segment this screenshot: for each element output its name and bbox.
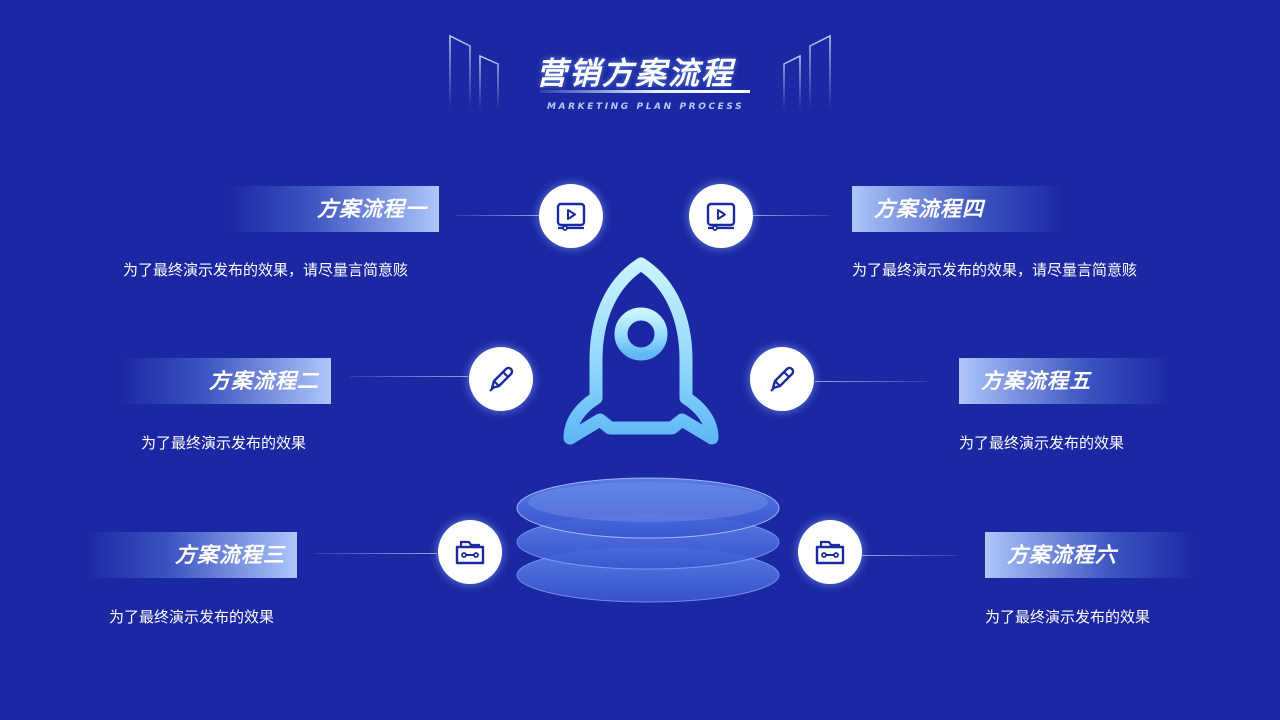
video-play-icon xyxy=(556,202,586,231)
folder-icon xyxy=(455,540,485,565)
connector-3 xyxy=(315,553,437,554)
left-building-decoration xyxy=(449,34,499,110)
step-label-5: 方案流程五 xyxy=(959,358,1172,404)
step-icon-circle-6 xyxy=(798,520,862,584)
step-icon-circle-5 xyxy=(750,347,814,411)
step-icon-circle-4 xyxy=(689,184,753,248)
video-play-icon xyxy=(706,202,736,231)
step-icon-circle-3 xyxy=(438,520,502,584)
page-subtitle: MARKETING PLAN PROCESS xyxy=(547,102,745,112)
connector-5 xyxy=(815,381,927,382)
step-label-3: 方案流程三 xyxy=(84,532,297,578)
folder-icon xyxy=(815,540,845,565)
step-label-1: 方案流程一 xyxy=(226,186,439,232)
step-desc-6: 为了最终演示发布的效果 xyxy=(985,608,1151,626)
platform-stack xyxy=(516,477,780,603)
right-building-decoration xyxy=(783,34,831,110)
connector-4 xyxy=(752,215,830,216)
connector-2 xyxy=(350,376,468,377)
title-underline xyxy=(540,90,750,93)
pen-icon xyxy=(489,366,514,392)
step-desc-5: 为了最终演示发布的效果 xyxy=(959,434,1125,452)
pen-icon xyxy=(770,366,795,392)
step-label-4: 方案流程四 xyxy=(852,186,1065,232)
connector-6 xyxy=(862,555,957,556)
rocket-platform-graphic xyxy=(516,257,780,603)
step-label-2: 方案流程二 xyxy=(118,358,331,404)
page-title: 营销方案流程 xyxy=(536,56,734,92)
rocket-icon xyxy=(563,257,719,445)
step-icon-circle-1 xyxy=(539,184,603,248)
step-label-6: 方案流程六 xyxy=(985,532,1198,578)
step-desc-4: 为了最终演示发布的效果，请尽量言简意赅 xyxy=(852,261,1138,279)
step-desc-2: 为了最终演示发布的效果 xyxy=(141,434,307,452)
rocket-exhaust xyxy=(625,452,665,493)
step-desc-1: 为了最终演示发布的效果，请尽量言简意赅 xyxy=(123,261,409,279)
step-icon-circle-2 xyxy=(469,347,533,411)
step-desc-3: 为了最终演示发布的效果 xyxy=(109,608,275,626)
connector-1 xyxy=(456,215,540,216)
